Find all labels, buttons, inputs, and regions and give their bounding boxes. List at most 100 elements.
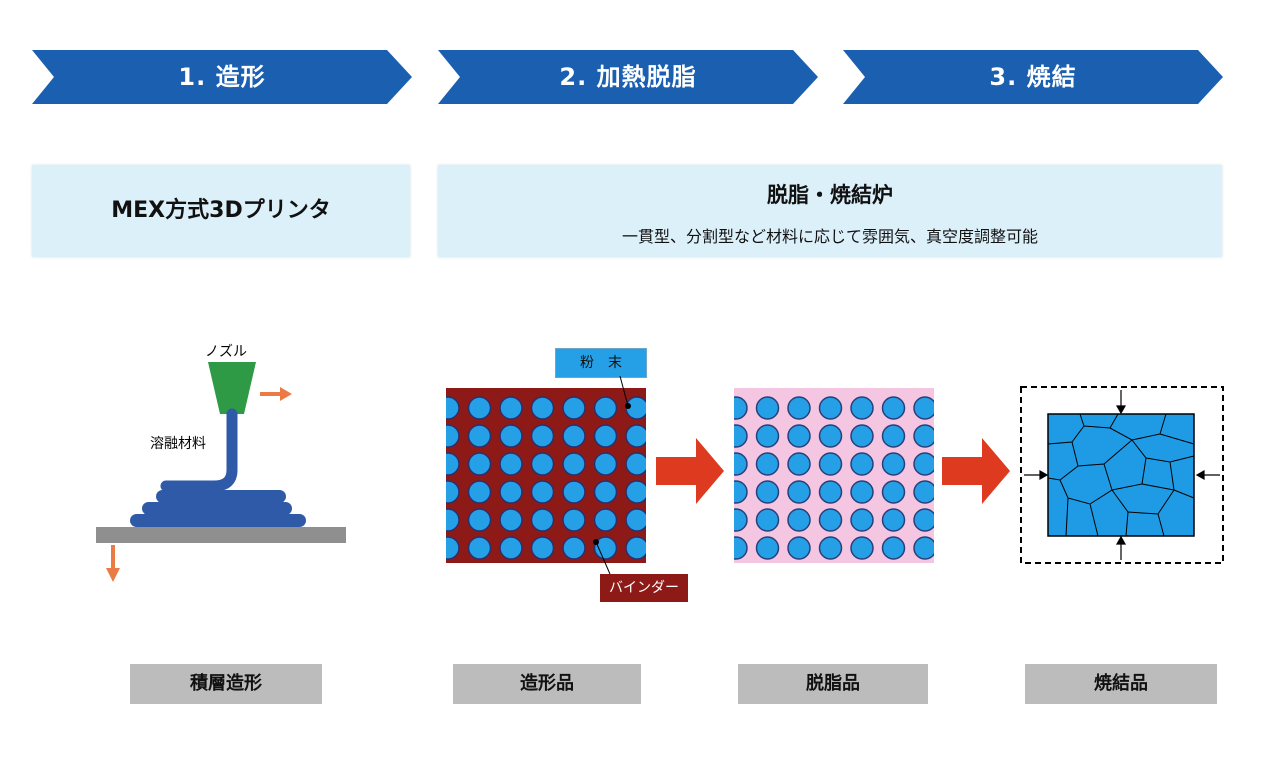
powder-particle [499,508,523,532]
powder-particle [913,396,934,420]
powder-particle [499,480,523,504]
powder-particle [593,480,618,504]
powder-particle [446,424,460,448]
powder-particle [530,396,555,420]
sintered-part-illustration [1020,386,1224,564]
process-arrow-icon [942,438,1010,504]
nozzle-icon [208,362,256,414]
powder-particle [467,536,492,560]
powder-particle [625,452,646,476]
powder-particle [446,396,460,420]
powder-particle [562,480,586,504]
powder-particle [787,424,811,448]
powder-particle [446,480,460,504]
material-label: 溶融材料 [150,436,206,452]
powder-particle [467,480,492,504]
powder-particle [625,508,646,532]
powder-particle [467,424,492,448]
powder-particle [499,424,523,448]
powder-particle [850,508,874,532]
powder-particle [593,424,618,448]
printer-panel-title: MEX方式3Dプリンタ [111,198,331,223]
debound-part-illustration [734,388,934,563]
powder-particle [787,480,811,504]
binder-label: バインダー [600,574,688,602]
powder-particle [530,452,555,476]
powder-particle [881,424,906,448]
powder-particle [734,536,748,560]
powder-particle [467,396,492,420]
powder-particle [734,396,748,420]
powder-particle [734,480,748,504]
powder-particle [530,536,555,560]
filament-icon [160,408,238,492]
powder-particle [913,508,934,532]
powder-particle [467,452,492,476]
powder-particle [913,536,934,560]
powder-particle [850,480,874,504]
powder-particle [787,508,811,532]
powder-particle [499,396,523,420]
powder-particle [734,452,748,476]
powder-particle [625,480,646,504]
powder-particle [881,508,906,532]
powder-particle [850,424,874,448]
powder-particle [913,480,934,504]
furnace-panel-title: 脱脂・焼結炉 [767,183,893,207]
powder-particle [562,396,586,420]
chevron-shape [438,50,818,104]
powder-particle [850,396,874,420]
printer-illustration [96,362,346,582]
powder-particle [818,424,843,448]
leader-lines [593,375,631,575]
powder-particle [755,508,780,532]
powder-particle [562,536,586,560]
powder-particle [881,536,906,560]
powder-particle [734,508,748,532]
powder-particle [593,396,618,420]
powder-particle [881,452,906,476]
nozzle-motion-arrow-icon [260,387,292,401]
process-arrow-icon [656,438,724,504]
powder-particle [787,536,811,560]
powder-particle [755,536,780,560]
step-chevron-2: 2. 加熱脱脂 [438,50,818,104]
step-label: 1. 造形 [178,63,266,91]
molded-part-illustration [446,388,646,563]
powder-particle [818,536,843,560]
powder-particle [755,480,780,504]
powder-particle [881,396,906,420]
caption-debound-part: 脱脂品 [738,664,928,704]
powder-particle [593,508,618,532]
powder-particle [562,452,586,476]
powder-particle [913,452,934,476]
powder-particle [467,508,492,532]
caption-sintered-part: 焼結品 [1025,664,1217,704]
powder-particle [818,480,843,504]
powder-particle [734,424,748,448]
powder-particle [625,424,646,448]
build-plate [96,527,346,543]
step-label: 2. 加熱脱脂 [559,63,697,91]
powder-particle [446,452,460,476]
powder-particle [913,424,934,448]
chevron-shape [843,50,1223,104]
printer-panel: MEX方式3Dプリンタ [32,165,410,257]
powder-particle [787,396,811,420]
powder-particle [562,424,586,448]
chevron-shape [32,50,412,104]
powder-particle [593,536,618,560]
step-chevron-3: 3. 焼結 [843,50,1223,104]
powder-particle [562,508,586,532]
powder-particle [881,480,906,504]
powder-particle [755,424,780,448]
powder-particle [530,508,555,532]
powder-particle [530,480,555,504]
compression-arrow-icon [1024,390,1220,560]
furnace-panel: 脱脂・焼結炉 一貫型、分割型など材料に応じて雰囲気、真空度調整可能 [438,165,1222,257]
furnace-panel-subtitle: 一貫型、分割型など材料に応じて雰囲気、真空度調整可能 [621,227,1038,246]
powder-particle [499,452,523,476]
powder-particle [787,452,811,476]
step-label: 3. 焼結 [989,63,1077,91]
powder-particle [818,452,843,476]
